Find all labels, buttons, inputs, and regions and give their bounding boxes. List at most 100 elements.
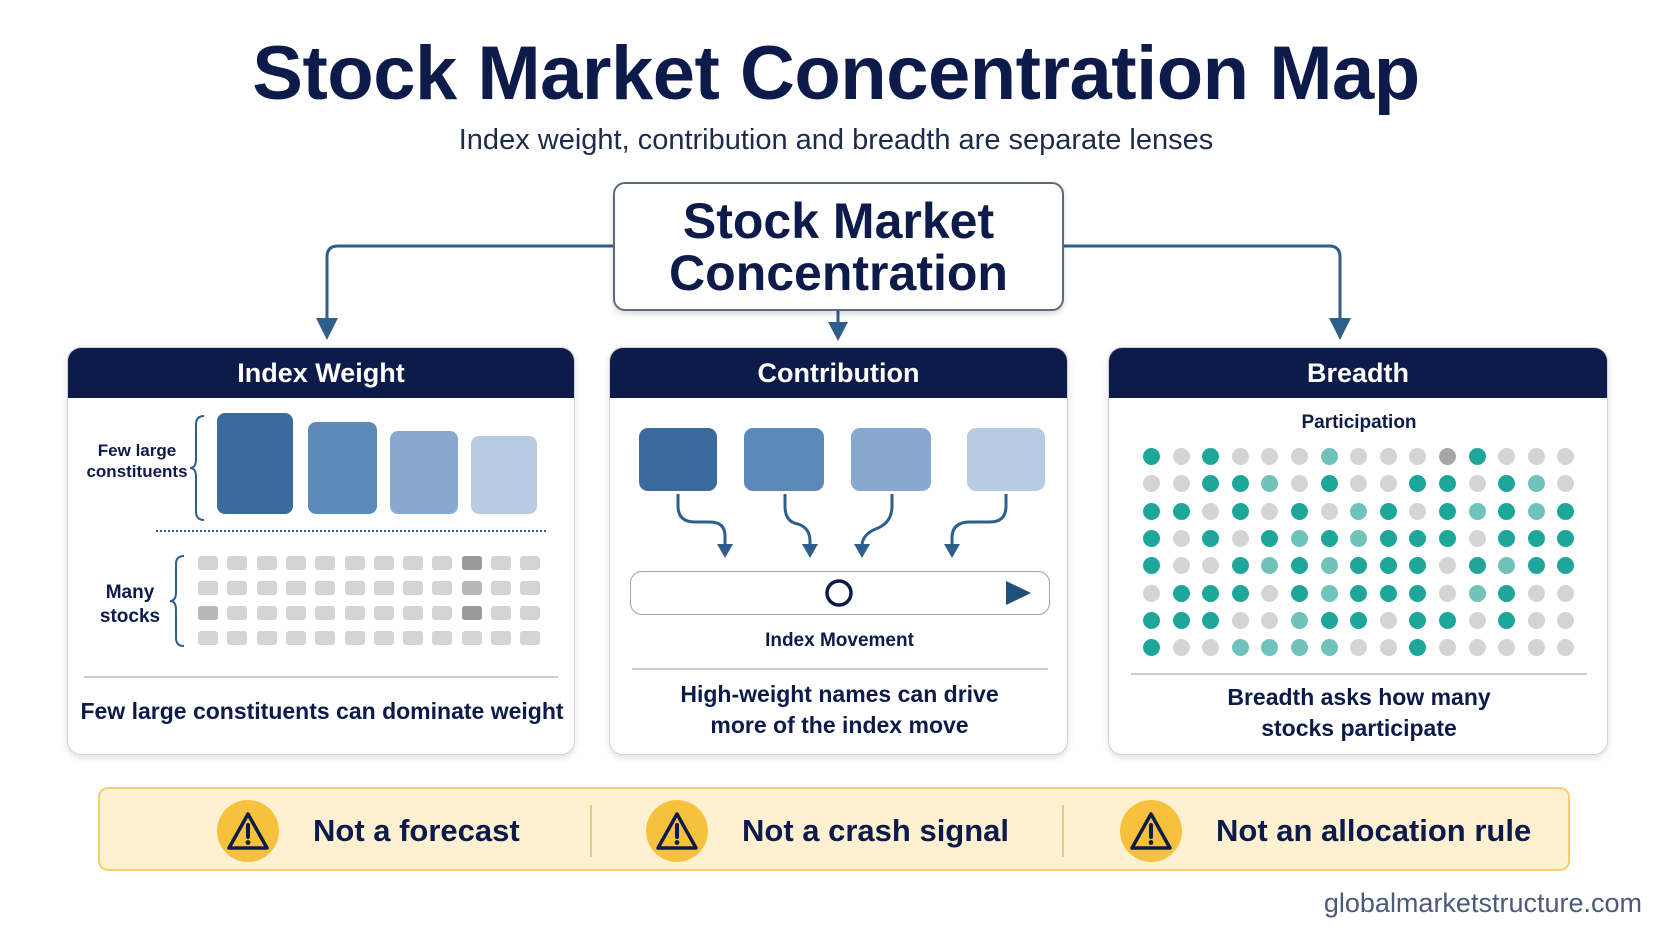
- participation-dot: [1143, 639, 1160, 657]
- stock-square: [344, 581, 365, 595]
- participation-dot: [1231, 475, 1249, 493]
- stock-square: [491, 556, 511, 570]
- stock-square: [520, 581, 541, 595]
- stock-square: [491, 631, 511, 645]
- participation-dot: [1527, 611, 1545, 629]
- participation-dot: [1172, 639, 1190, 657]
- participation-dot: [1439, 529, 1456, 547]
- breadth-caption-line2: stocks participate: [1261, 715, 1457, 741]
- stock-square: [315, 556, 336, 570]
- breadth-caption-rule: [1131, 673, 1587, 675]
- weight-caption-rule: [84, 676, 558, 678]
- stock-square: [491, 581, 511, 595]
- participation-dot: [1527, 639, 1545, 657]
- participation-dot: [1231, 557, 1249, 575]
- participation-dot: [1172, 475, 1190, 493]
- few-large-brace: [189, 415, 205, 521]
- stock-square: [227, 631, 248, 645]
- warning-text-2: Not a crash signal: [742, 813, 1010, 848]
- stock-square: [227, 581, 248, 595]
- participation-dot: [1261, 529, 1279, 547]
- participation-dot: [1231, 502, 1249, 520]
- participation-dot: [1468, 475, 1486, 493]
- many-stocks-label-line2: stocks: [99, 606, 161, 627]
- participation-label: Participation: [1301, 412, 1417, 433]
- stock-square: [491, 606, 511, 620]
- participation-dot: [1320, 475, 1338, 493]
- stock-square: [403, 631, 424, 645]
- stock-square: [227, 556, 248, 570]
- participation-dot: [1172, 448, 1190, 465]
- stock-square: [461, 556, 482, 570]
- participation-dot: [1527, 584, 1545, 602]
- warning-not-forecast: Not a forecast: [217, 800, 520, 862]
- breadth-caption: Breadth asks how many stocks participate: [1109, 682, 1607, 744]
- weight-bar-4: [471, 436, 537, 514]
- participation-dot: [1468, 529, 1486, 547]
- participation-dot: [1409, 448, 1427, 465]
- participation-dot: [1143, 475, 1160, 493]
- participation-dot: [1468, 502, 1486, 520]
- stock-square: [285, 581, 306, 595]
- participation-dot: [1409, 475, 1427, 493]
- stock-square: [461, 606, 482, 620]
- panel-index-weight: Index Weight Few large constituents Many…: [67, 347, 575, 755]
- contribution-caption-line2: more of the index move: [710, 712, 969, 738]
- participation-dot: [1291, 448, 1308, 465]
- participation-dot: [1202, 639, 1220, 657]
- panel-breadth: Breadth Participation Breadth asks how m…: [1108, 347, 1608, 755]
- participation-dot: [1498, 529, 1516, 547]
- participation-dot: [1202, 611, 1220, 629]
- stock-square: [344, 556, 365, 570]
- participation-dot: [1498, 502, 1516, 520]
- stock-square: [256, 631, 277, 645]
- participation-dot: [1261, 502, 1279, 520]
- stock-square: [315, 631, 336, 645]
- panel-header-contribution: Contribution: [610, 348, 1067, 398]
- participation-dot: [1202, 475, 1220, 493]
- participation-dot: [1143, 557, 1160, 575]
- participation-dot: [1498, 611, 1516, 629]
- warning-triangle-icon: [646, 800, 708, 862]
- index-movement-label: Index Movement: [765, 630, 914, 651]
- participation-dot: [1320, 584, 1338, 602]
- participation-dot: [1409, 557, 1427, 575]
- participation-dot: [1527, 448, 1545, 465]
- participation-dot: [1379, 584, 1397, 602]
- stock-square: [403, 581, 424, 595]
- disclaimer-bar: Not a forecast Not a crash signal Not an…: [98, 787, 1570, 871]
- participation-dot: [1527, 557, 1545, 575]
- participation-dot: [1202, 529, 1220, 547]
- page-title: Stock Market Concentration Map: [252, 31, 1420, 116]
- stock-square: [285, 631, 306, 645]
- participation-dot: [1468, 639, 1486, 657]
- participation-dot: [1143, 448, 1160, 465]
- participation-dot: [1172, 502, 1190, 520]
- warning-not-crash-signal: Not a crash signal: [646, 800, 1010, 862]
- participation-dot: [1350, 475, 1368, 493]
- participation-dot: [1439, 557, 1456, 575]
- index-movement-marker: [825, 579, 853, 607]
- participation-dot: [1320, 502, 1338, 520]
- contribution-caption-line1: High-weight names can drive: [680, 681, 999, 707]
- center-line-1: Stock Market: [682, 192, 995, 249]
- contribution-caption-rule: [632, 668, 1048, 670]
- stock-square: [461, 581, 482, 595]
- stock-square: [432, 581, 453, 595]
- warning-text-1: Not a forecast: [313, 813, 520, 848]
- participation-dot: [1320, 611, 1338, 629]
- participation-dot: [1291, 584, 1308, 602]
- stock-square: [373, 556, 394, 570]
- participation-dot: [1350, 502, 1368, 520]
- participation-dot: [1291, 639, 1308, 657]
- participation-dot: [1143, 611, 1160, 629]
- participation-dot: [1557, 611, 1575, 629]
- participation-dot: [1439, 584, 1456, 602]
- participation-dot: [1320, 448, 1338, 465]
- participation-dot: [1409, 611, 1427, 629]
- participation-dot: [1498, 639, 1516, 657]
- participation-dot: [1350, 639, 1368, 657]
- participation-dot: [1172, 557, 1190, 575]
- stock-square: [285, 556, 306, 570]
